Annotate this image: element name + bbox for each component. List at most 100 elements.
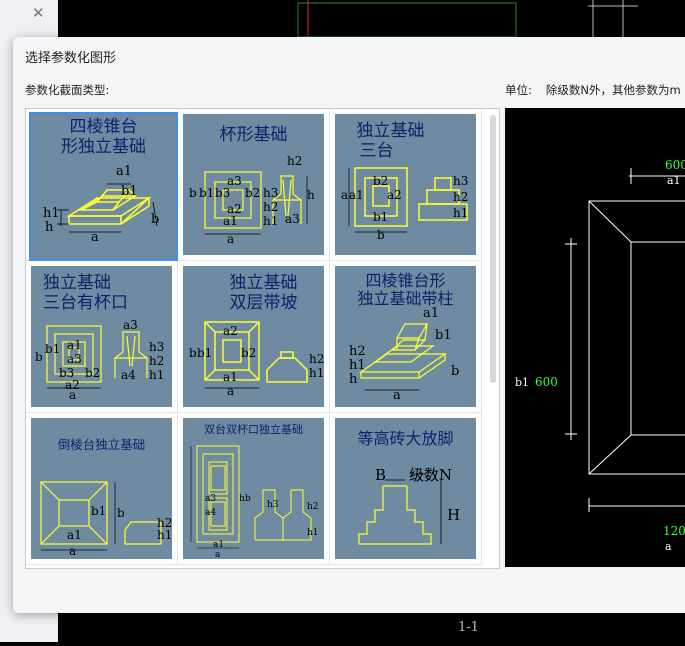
dim-label: H	[447, 506, 461, 524]
dim-value: 120	[663, 524, 685, 538]
two-layer-slope-footing-icon	[204, 321, 308, 389]
shape-title-line: 三台	[359, 140, 394, 161]
shape-option-frustum-with-column[interactable]: 四棱锥台形 独立基础带柱	[330, 261, 482, 413]
pyramid-frustum-footing-icon	[57, 183, 158, 233]
dim-label: b	[451, 364, 460, 379]
shape-title-line: 双台双杯口独立基础	[204, 423, 303, 436]
double-cup-footing-icon	[190, 445, 312, 549]
frustum-footing-with-column-icon	[359, 323, 447, 391]
dim-label: a1	[349, 188, 364, 202]
dim-label: h3	[263, 186, 279, 200]
shape-title: 四棱锥台形 独立基础带柱	[335, 271, 476, 309]
shape-title-line: 独立基础带柱	[357, 289, 454, 309]
dim-label: h2	[149, 354, 165, 368]
cup-footing-icon	[204, 171, 308, 235]
shape-option-two-layer-slope[interactable]: 独立基础 双层带坡	[178, 261, 330, 413]
thumbnail: 四棱锥台形 独立基础带柱	[335, 266, 476, 407]
dim-label: a3	[285, 212, 300, 226]
dim-label: b	[151, 212, 160, 227]
dim-label: b1	[121, 184, 138, 199]
dim-label: h2	[307, 502, 319, 512]
dim-label: b1	[91, 504, 107, 518]
unit-label: 单位:	[505, 83, 532, 97]
dim-label: h	[349, 372, 358, 387]
dim-label: h1	[453, 206, 469, 220]
dim-label: b2	[85, 366, 101, 380]
three-step-cup-footing-icon	[46, 325, 148, 389]
shape-title: 独立基础 三台有杯口	[31, 273, 172, 313]
dim-label: h1	[309, 366, 324, 380]
dim-label: b	[189, 346, 197, 360]
shape-title-line: 独立基础	[356, 121, 425, 141]
dim-label: h2	[309, 352, 324, 366]
dim-label: h1	[149, 368, 165, 382]
dim-label: h1	[349, 358, 366, 373]
dim-label: b2	[373, 174, 389, 188]
shape-option-cup-footing[interactable]: 杯形基础 a3 a2	[178, 109, 330, 261]
shape-title-line: 倒棱台独立基础	[57, 437, 146, 452]
dim-label: a1	[67, 528, 82, 542]
dim-label: a	[341, 188, 349, 202]
dialog-title: 选择参数化图形	[25, 51, 117, 66]
dim-label: h2	[157, 516, 172, 530]
dim-label: a3	[205, 494, 217, 504]
dim-label: b1	[45, 342, 61, 356]
section-label: 1-1	[458, 620, 479, 635]
dim-label: b1	[515, 376, 530, 389]
shape-option-three-step-cup[interactable]: 独立基础 三台有杯口	[26, 261, 178, 413]
dim-label: h3	[453, 174, 469, 188]
shape-title: 四棱锥台 形独立基础	[31, 117, 176, 157]
dim-label: b1	[199, 186, 215, 200]
section-type-label: 参数化截面类型:	[25, 83, 110, 97]
dim-label: a	[393, 388, 401, 403]
shape-title-line: 三台有杯口	[43, 292, 128, 313]
shape-title-line: 四棱锥台形	[365, 271, 446, 290]
dim-label: a3	[123, 318, 138, 332]
dim-label: a	[665, 540, 672, 553]
dim-label: a1	[213, 540, 225, 550]
thumbnail: 杯形基础 a3 a2	[183, 114, 324, 255]
shape-title-line: 形独立基础	[61, 136, 146, 157]
thumbnail: 独立基础 三台有杯口	[31, 266, 172, 407]
shape-option-double-cup[interactable]: 双台双杯口独立基础	[178, 413, 330, 565]
dim-label: a	[215, 550, 221, 559]
dim-label: h	[307, 188, 315, 202]
dim-label: a1	[67, 338, 82, 352]
shape-option-three-step[interactable]: 独立基础 三台 a	[330, 109, 482, 261]
thumbnail: 独立基础 三台 a	[335, 114, 476, 255]
parametric-shape-dialog: 选择参数化图形 参数化截面类型: 单位:除级数N外，其他参数为m 四棱锥台 形独…	[13, 37, 685, 613]
thumbnail: 双台双杯口独立基础	[183, 418, 324, 559]
shape-option-brick-spread[interactable]: 等高砖大放脚 B 级数N H	[330, 413, 482, 565]
dim-value: 600	[665, 158, 685, 172]
shape-title: 倒棱台独立基础	[31, 437, 172, 452]
dim-label: a4	[205, 508, 217, 518]
dim-label: h2	[349, 344, 366, 359]
dim-label: b	[377, 228, 385, 242]
gallery-scrollbar[interactable]	[490, 115, 496, 383]
dim-label: h1	[263, 214, 279, 228]
thumbnail: 倒棱台独立基础 b1 a1 a	[31, 418, 172, 559]
dim-label: b1	[373, 210, 389, 224]
dim-label: a1	[667, 174, 681, 187]
dim-label: a1	[223, 214, 238, 228]
dim-label: b	[245, 494, 251, 504]
shape-title-line: 独立基础	[229, 273, 298, 293]
close-icon[interactable]: ✕	[32, 4, 45, 22]
dim-label: a3	[67, 352, 82, 366]
three-step-footing-icon	[348, 167, 468, 233]
dim-label: a	[69, 388, 77, 402]
dim-label: a2	[65, 378, 80, 392]
thumbnail: 等高砖大放脚 B 级数N H	[335, 418, 476, 559]
dim-label: a1	[116, 164, 133, 179]
shape-gallery[interactable]: 四棱锥台 形独立基础	[25, 108, 500, 569]
shape-option-inverted-frustum[interactable]: 倒棱台独立基础 b1 a1 a	[26, 413, 178, 565]
dim-label: h2	[453, 190, 469, 204]
shape-title: 独立基础 双层带坡	[203, 273, 324, 313]
inverted-frustum-footing-icon	[40, 481, 162, 551]
shape-option-pyramid-frustum[interactable]: 四棱锥台 形独立基础	[26, 109, 178, 261]
dim-label: b2	[245, 186, 261, 200]
shape-grid: 四棱锥台 形独立基础	[26, 109, 488, 568]
dim-label: h3	[149, 340, 165, 354]
dim-label: b1	[435, 328, 452, 343]
dim-label: h2	[263, 200, 279, 214]
